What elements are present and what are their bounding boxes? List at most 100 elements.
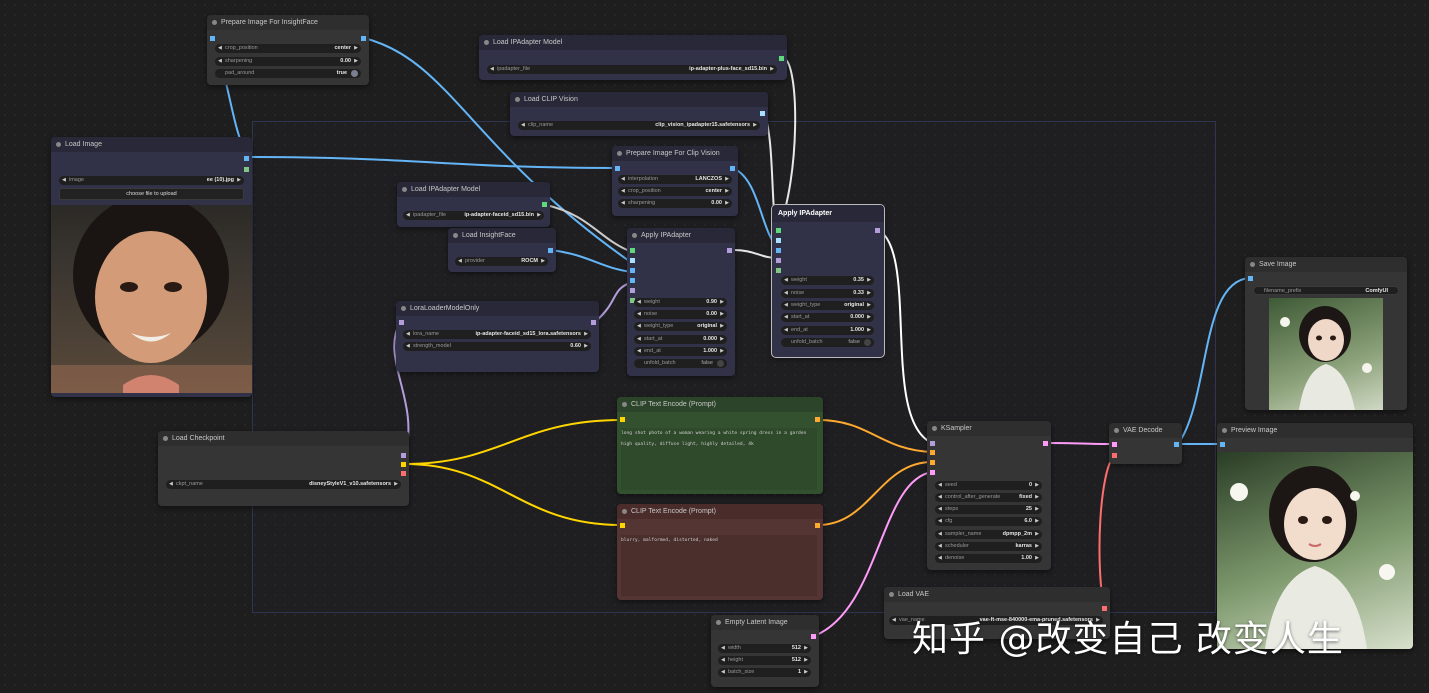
- arrow-left-icon[interactable]: ◀: [521, 122, 525, 128]
- arrow-right-icon[interactable]: ▶: [720, 336, 724, 342]
- collapse-dot-icon[interactable]: [1222, 428, 1227, 433]
- arrow-left-icon[interactable]: ◀: [637, 336, 641, 342]
- input-port-model[interactable]: [399, 320, 404, 325]
- arrow-right-icon[interactable]: ▶: [584, 343, 588, 349]
- input-port-clip[interactable]: [620, 523, 625, 528]
- input-port-insightface[interactable]: [630, 268, 635, 273]
- arrow-right-icon[interactable]: ▶: [354, 45, 358, 51]
- arrow-left-icon[interactable]: ◀: [721, 669, 725, 675]
- arrow-right-icon[interactable]: ▶: [1035, 506, 1039, 512]
- collapse-dot-icon[interactable]: [484, 40, 489, 45]
- output-port-ipadapter[interactable]: [779, 56, 784, 61]
- toggle-knob-icon[interactable]: [351, 70, 358, 77]
- arrow-right-icon[interactable]: ▶: [584, 331, 588, 337]
- arrow-right-icon[interactable]: ▶: [753, 122, 757, 128]
- arrow-right-icon[interactable]: ▶: [541, 258, 545, 264]
- arrow-left-icon[interactable]: ◀: [784, 302, 788, 308]
- arrow-left-icon[interactable]: ◀: [637, 323, 641, 329]
- arrow-right-icon[interactable]: ▶: [867, 314, 871, 320]
- arrow-right-icon[interactable]: ▶: [720, 299, 724, 305]
- node-prepare-clip-vision[interactable]: Prepare Image For Clip Vision ◀interpola…: [612, 146, 738, 216]
- arrow-left-icon[interactable]: ◀: [938, 494, 942, 500]
- arrow-right-icon[interactable]: ▶: [720, 323, 724, 329]
- node-clip-text-negative[interactable]: CLIP Text Encode (Prompt) blurry, malfor…: [617, 504, 823, 600]
- output-port-image[interactable]: [361, 36, 366, 41]
- node-clip-text-positive[interactable]: CLIP Text Encode (Prompt) long shot phot…: [617, 397, 823, 494]
- output-port-model[interactable]: [875, 228, 880, 233]
- input-port-model[interactable]: [776, 258, 781, 263]
- input-port-clip-vision[interactable]: [630, 258, 635, 263]
- output-port-vae[interactable]: [401, 471, 406, 476]
- arrow-left-icon[interactable]: ◀: [938, 555, 942, 561]
- arrow-right-icon[interactable]: ▶: [867, 302, 871, 308]
- prompt-textarea[interactable]: long shot photo of a woman wearing a whi…: [621, 428, 817, 490]
- input-port-images[interactable]: [1220, 442, 1225, 447]
- arrow-left-icon[interactable]: ◀: [621, 188, 625, 194]
- output-port-latent[interactable]: [1043, 441, 1048, 446]
- arrow-right-icon[interactable]: ▶: [1035, 482, 1039, 488]
- input-port-image[interactable]: [630, 278, 635, 283]
- collapse-dot-icon[interactable]: [1114, 428, 1119, 433]
- arrow-left-icon[interactable]: ◀: [637, 348, 641, 354]
- collapse-dot-icon[interactable]: [932, 426, 937, 431]
- arrow-right-icon[interactable]: ▶: [804, 645, 808, 651]
- input-port-model[interactable]: [930, 441, 935, 446]
- collapse-dot-icon[interactable]: [622, 402, 627, 407]
- collapse-dot-icon[interactable]: [163, 436, 168, 441]
- input-port-clip[interactable]: [620, 417, 625, 422]
- arrow-left-icon[interactable]: ◀: [938, 482, 942, 488]
- arrow-right-icon[interactable]: ▶: [725, 176, 729, 182]
- output-port-image[interactable]: [730, 166, 735, 171]
- output-port-clip-vision[interactable]: [760, 111, 765, 116]
- output-port-model[interactable]: [401, 453, 406, 458]
- collapse-dot-icon[interactable]: [622, 509, 627, 514]
- input-port-model[interactable]: [630, 288, 635, 293]
- collapse-dot-icon[interactable]: [716, 620, 721, 625]
- node-vae-decode[interactable]: VAE Decode: [1109, 423, 1182, 464]
- arrow-right-icon[interactable]: ▶: [394, 481, 398, 487]
- input-port-image[interactable]: [210, 36, 215, 41]
- arrow-left-icon[interactable]: ◀: [938, 531, 942, 537]
- input-port-vae[interactable]: [1112, 453, 1117, 458]
- arrow-right-icon[interactable]: ▶: [1096, 617, 1100, 623]
- arrow-left-icon[interactable]: ◀: [637, 311, 641, 317]
- arrow-left-icon[interactable]: ◀: [938, 506, 942, 512]
- arrow-left-icon[interactable]: ◀: [784, 327, 788, 333]
- arrow-left-icon[interactable]: ◀: [62, 177, 66, 183]
- input-port-clip-vision[interactable]: [776, 238, 781, 243]
- arrow-right-icon[interactable]: ▶: [770, 66, 774, 72]
- arrow-right-icon[interactable]: ▶: [720, 311, 724, 317]
- collapse-dot-icon[interactable]: [632, 233, 637, 238]
- arrow-right-icon[interactable]: ▶: [1035, 531, 1039, 537]
- arrow-left-icon[interactable]: ◀: [938, 543, 942, 549]
- arrow-right-icon[interactable]: ▶: [867, 277, 871, 283]
- collapse-dot-icon[interactable]: [1250, 262, 1255, 267]
